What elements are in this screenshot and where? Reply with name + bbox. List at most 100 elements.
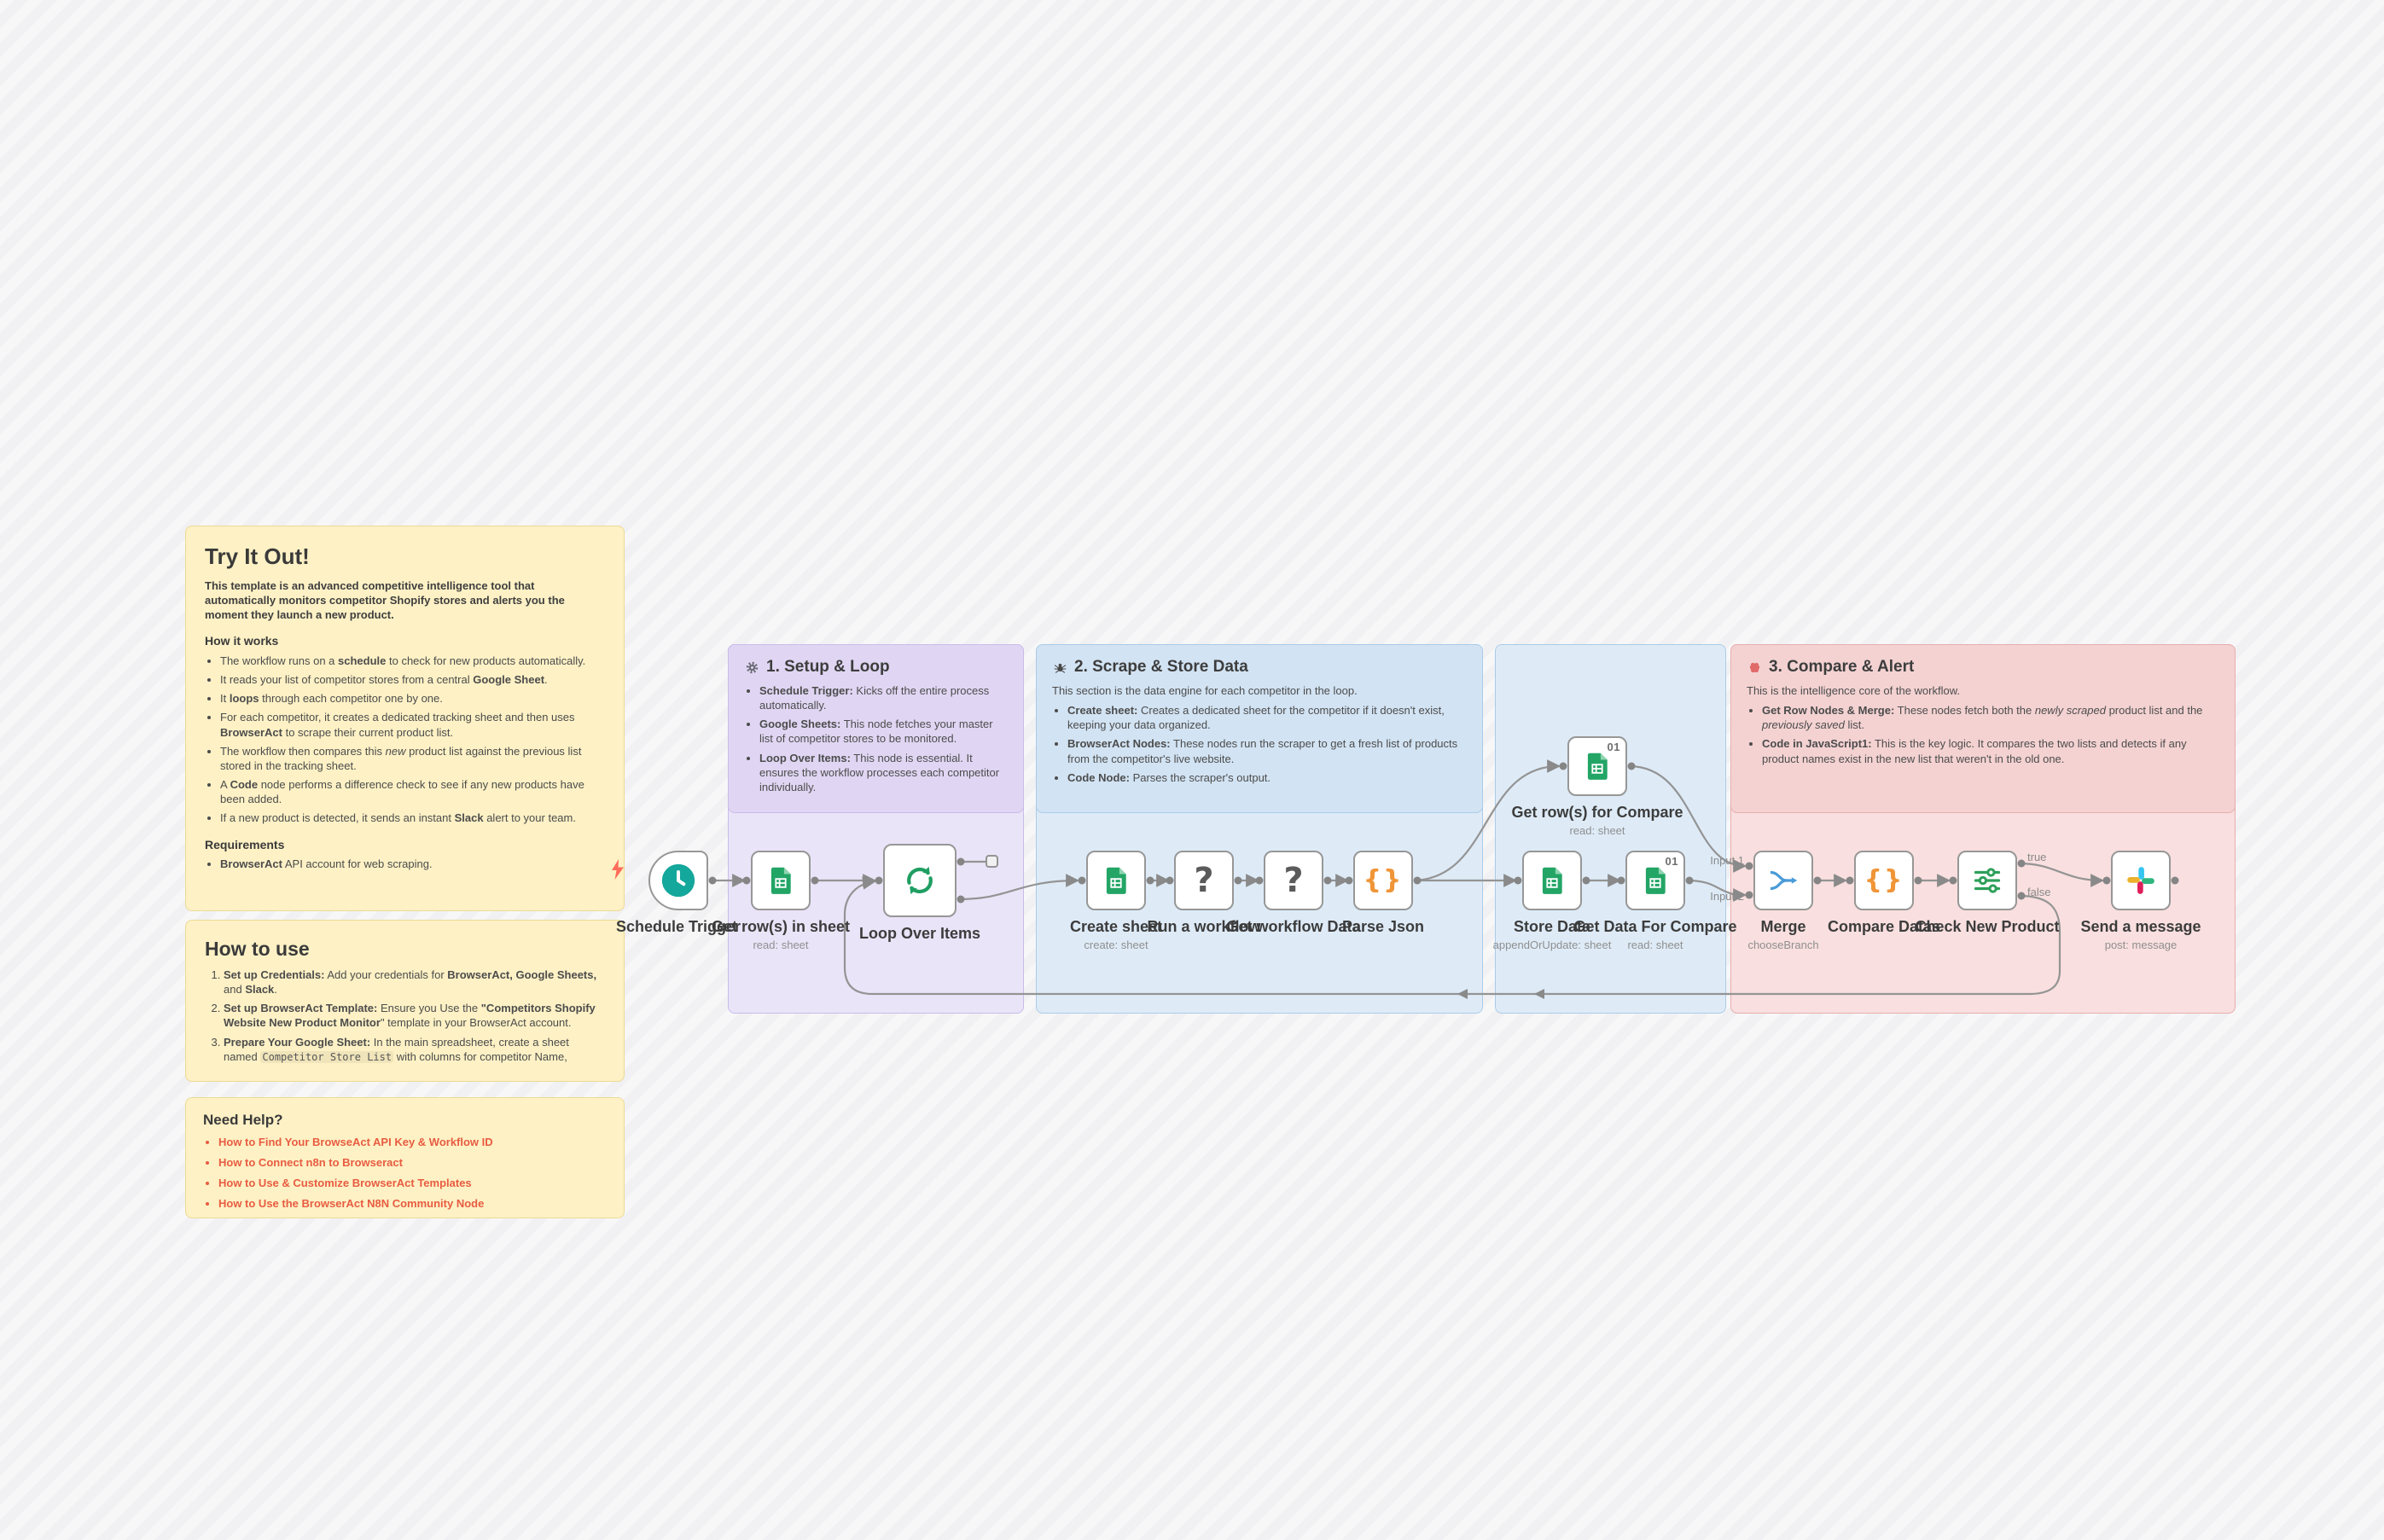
spider-icon — [1052, 660, 1067, 675]
help-link-item: How to Find Your BrowseAct API Key & Wor… — [218, 1135, 607, 1149]
brain-icon — [1747, 660, 1762, 675]
note-bullet: Set up Credentials: Add your credentials… — [224, 968, 605, 997]
input-port[interactable] — [1078, 876, 1086, 885]
node-check-new-product[interactable] — [1957, 851, 2017, 910]
execute-trigger-lightning-icon[interactable] — [608, 858, 628, 885]
note-body: This template is an advanced competitive… — [205, 578, 605, 871]
input-port[interactable] — [1949, 876, 1957, 885]
node-create-sheet[interactable] — [1086, 851, 1146, 910]
sheets-icon — [1101, 865, 1131, 896]
node-parse-json[interactable]: {} — [1353, 851, 1413, 910]
input-port[interactable] — [1846, 876, 1854, 885]
merge-input2-label: Input 2 — [1710, 890, 1744, 903]
input-port[interactable] — [2102, 876, 2111, 885]
node-label: Run a workflow — [1147, 918, 1261, 935]
input-port[interactable] — [1255, 876, 1264, 885]
input-port[interactable] — [1745, 862, 1753, 870]
input-port[interactable] — [1745, 891, 1753, 899]
node-loop-over-items[interactable] — [883, 844, 957, 917]
note-ul: BrowserAct API account for web scraping. — [205, 857, 605, 871]
input-port[interactable] — [742, 876, 751, 885]
input-port[interactable] — [1617, 876, 1625, 885]
question-icon: ? — [1283, 861, 1304, 900]
item-count-badge: 01 — [1607, 741, 1620, 753]
output-port[interactable] — [1413, 876, 1422, 885]
output-port[interactable] — [1914, 876, 1922, 885]
input-port[interactable] — [1166, 876, 1174, 885]
node-label: Get Data For Compare — [1573, 918, 1737, 935]
note-bullet: Create sheet: Creates a dedicated sheet … — [1067, 703, 1467, 732]
output-port[interactable] — [1685, 876, 1694, 885]
note-content: 3. Compare & Alert This is the intellige… — [1731, 645, 2235, 812]
output-port[interactable] — [1627, 762, 1636, 770]
output-port[interactable] — [2017, 859, 2026, 868]
note-body: This section is the data engine for each… — [1052, 683, 1467, 785]
node-sublabel: appendOrUpdate: sheet — [1492, 939, 1612, 951]
node-label: Check New Product — [1915, 918, 2060, 935]
node-schedule-trigger[interactable] — [648, 851, 708, 910]
output-port[interactable] — [957, 857, 965, 866]
note-body: Schedule Trigger: Kicks off the entire p… — [744, 683, 1008, 794]
slack-icon — [2125, 864, 2157, 897]
node-store-data[interactable] — [1522, 851, 1582, 910]
input-port[interactable] — [1514, 876, 1522, 885]
output-port[interactable] — [1234, 876, 1242, 885]
sticky-note-compare-alert[interactable]: 3. Compare & Alert This is the intellige… — [1730, 644, 2236, 813]
note-bullet: Code Node: Parses the scraper's output. — [1067, 770, 1467, 785]
braces-icon: {} — [1864, 865, 1904, 895]
node-ports[interactable] — [708, 762, 2179, 904]
input-port[interactable] — [1345, 876, 1353, 885]
help-link-item: How to Connect n8n to Browseract — [218, 1155, 607, 1170]
node-run-workflow[interactable]: ? — [1174, 851, 1234, 910]
node-compare-datas[interactable]: {} — [1854, 851, 1914, 910]
note-bullet: A Code node performs a difference check … — [220, 777, 605, 806]
input-port[interactable] — [1559, 762, 1567, 770]
node-label: Merge — [1760, 918, 1806, 935]
output-port[interactable] — [1582, 876, 1590, 885]
output-port[interactable] — [957, 895, 965, 904]
output-port[interactable] — [1813, 876, 1822, 885]
note-bullet: Google Sheets: This node fetches your ma… — [759, 717, 1008, 746]
node-label: Send a message — [2080, 918, 2201, 935]
note-title-text: 3. Compare & Alert — [1769, 658, 1915, 676]
help-link-item: How to Use the BrowserAct N8N Community … — [218, 1196, 607, 1211]
note-bullet: Schedule Trigger: Kicks off the entire p… — [759, 683, 1008, 712]
input-port[interactable] — [875, 876, 883, 885]
note-content: Need Help? How to Find Your BrowseAct AP… — [186, 1098, 624, 1217]
help-link[interactable]: How to Use & Customize BrowserAct Templa… — [218, 1177, 472, 1190]
output-port[interactable] — [708, 876, 717, 885]
node-send-message[interactable] — [2111, 851, 2171, 910]
sticky-note-how-to-use[interactable]: How to use Set up Credentials: Add your … — [185, 920, 625, 1082]
node-get-data-compare[interactable]: 01 — [1625, 851, 1685, 910]
help-link[interactable]: How to Find Your BrowseAct API Key & Wor… — [218, 1136, 493, 1148]
node-label: Get row(s) for Compare — [1511, 804, 1683, 821]
sticky-note-setup-loop[interactable]: 1. Setup & Loop Schedule Trigger: Kicks … — [728, 644, 1024, 813]
note-title: Try It Out! — [205, 543, 310, 569]
node-get-rows-compare[interactable]: 01 — [1567, 736, 1627, 796]
help-link[interactable]: How to Connect n8n to Browseract — [218, 1156, 403, 1170]
output-port[interactable] — [2171, 876, 2179, 885]
filter-icon — [1971, 864, 2003, 897]
node-get-workflow-data[interactable]: ? — [1264, 851, 1323, 910]
node-get-rows-sheet[interactable] — [751, 851, 811, 910]
node-merge[interactable] — [1753, 851, 1813, 910]
output-port[interactable] — [811, 876, 819, 885]
loopback-arrowhead — [1457, 989, 1468, 999]
unconnected-output-stub — [986, 855, 998, 868]
sticky-note-compare-area[interactable] — [1495, 644, 1726, 1014]
help-links: How to Find Your BrowseAct API Key & Wor… — [203, 1135, 607, 1212]
node-label: Create sheet — [1069, 918, 1163, 935]
note-p: This is the intelligence core of the wor… — [1747, 684, 1961, 697]
sticky-note-need-help[interactable]: Need Help? How to Find Your BrowseAct AP… — [185, 1097, 625, 1218]
sticky-note-try-it-out[interactable]: Try It Out! This template is an advanced… — [185, 526, 625, 911]
sticky-note-scrape-store[interactable]: 2. Scrape & Store Data This section is t… — [1036, 644, 1483, 813]
note-content: 2. Scrape & Store Data This section is t… — [1037, 645, 1482, 812]
note-body: Set up Credentials: Add your credentials… — [205, 968, 605, 1065]
help-link[interactable]: How to Use the BrowserAct N8N Community … — [218, 1197, 485, 1211]
braces-icon: {} — [1363, 865, 1404, 895]
output-port[interactable] — [2017, 892, 2026, 900]
output-port[interactable] — [1146, 876, 1154, 885]
node-sublabel: post: message — [2104, 939, 2178, 951]
sheets-icon — [1582, 751, 1613, 782]
output-port[interactable] — [1323, 876, 1332, 885]
